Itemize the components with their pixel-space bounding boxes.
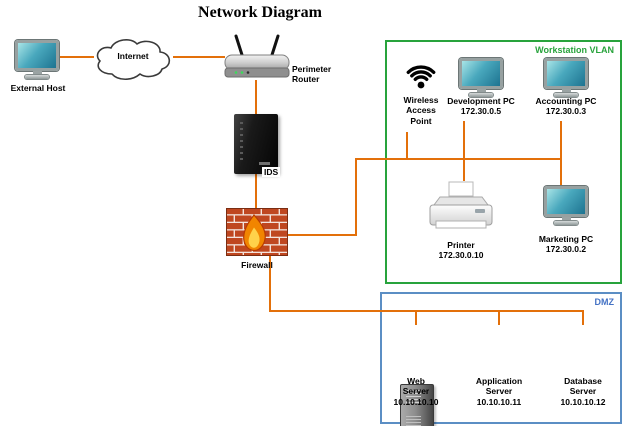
connection-line [173,56,225,58]
connection-line [288,234,357,236]
monitor-stand [561,217,571,221]
connection-line [582,310,584,325]
monitor-stand [32,71,42,75]
monitor-base [554,93,578,97]
connection-line [269,256,271,312]
development-pc-label: Development PC 172.30.0.5 [443,96,519,117]
printer-label: Printer 172.30.0.10 [430,240,492,261]
connection-line [406,132,408,159]
workstation-vlan-zone: Workstation VLAN [385,40,622,284]
printer-icon [423,180,499,239]
monitor-base [469,93,493,97]
connection-line [498,310,500,325]
monitor-screen [544,186,588,217]
external-host-monitor-icon [15,40,59,79]
perimeter-router-icon [222,30,292,89]
node-name: Marketing PC [538,234,594,244]
node-name: Web Server [402,376,430,397]
page-title: Network Diagram [198,4,322,21]
dmz-label: DMZ [594,297,615,307]
ids-appliance-icon [234,114,278,174]
node-ip: 172.30.0.3 [545,106,587,117]
connection-line [355,158,357,236]
accounting-pc-label: Accounting PC 172.30.0.3 [529,96,603,117]
node-ip: 172.30.0.5 [460,106,502,117]
wifi-icon [398,52,444,95]
connection-line [56,56,94,58]
application-server-label: Application Server 10.10.10.11 [469,376,529,407]
internet-cloud-icon [91,36,175,87]
monitor-screen [544,58,588,89]
connection-line [269,310,584,312]
node-name: Application Server [475,376,523,397]
node-ip: 10.10.10.11 [476,396,522,407]
connection-line [255,174,257,209]
ids-label: IDS [262,167,281,178]
dmz-zone: DMZ [380,292,622,424]
database-server-label: Database Server 10.10.10.12 [554,376,612,407]
accounting-pc-icon [544,58,588,97]
external-host-label: External Host [10,83,66,93]
node-name: Database Server [564,376,602,397]
node-ip: 172.30.0.10 [438,250,484,261]
development-pc-icon [459,58,503,97]
marketing-pc-icon [544,186,588,225]
node-name: Accounting PC [535,96,597,106]
connection-line [255,80,257,115]
monitor-stand [561,89,571,93]
connection-line [463,121,465,181]
monitor-base [25,75,49,79]
node-ip: 10.10.10.12 [560,396,606,407]
workstation-vlan-label: Workstation VLAN [535,45,614,55]
internet-label: Internet [117,51,149,61]
perimeter-router-label: Perimeter Router [292,64,332,85]
wireless-access-point-label: Wireless Access Point [403,95,439,126]
connection-line [355,158,562,160]
web-server-icon [400,384,434,426]
node-name: Development PC [447,96,515,106]
monitor-stand [476,89,486,93]
monitor-screen [15,40,59,71]
monitor-screen [459,58,503,89]
monitor-base [554,221,578,225]
connection-line [560,121,562,187]
node-ip: 172.30.0.2 [545,244,587,255]
node-name: Printer [447,240,475,250]
firewall-icon [226,208,288,261]
node-ip: 10.10.10.10 [393,396,439,407]
web-server-label: Web Server 10.10.10.10 [393,376,439,407]
connection-line [415,310,417,325]
firewall-label: Firewall [241,260,273,270]
marketing-pc-label: Marketing PC 172.30.0.2 [529,234,603,255]
